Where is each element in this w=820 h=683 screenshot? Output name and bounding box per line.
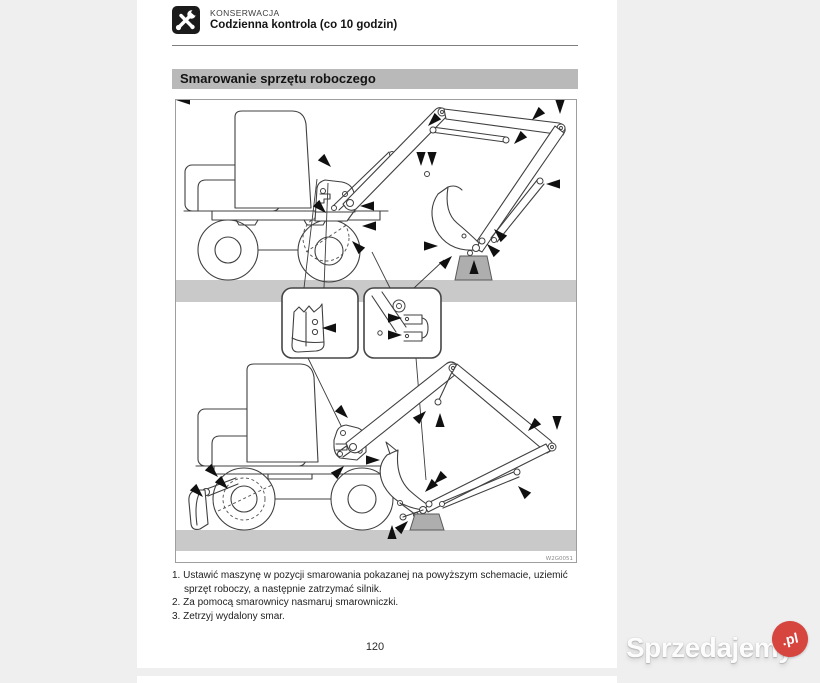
figure-code: W2G0051 <box>546 556 573 562</box>
leader-line <box>323 182 329 289</box>
leader-line <box>413 259 445 289</box>
header-divider <box>172 45 578 46</box>
header-eyebrow: KONSERWACJA <box>210 8 280 18</box>
excavator-bottom-view <box>188 361 557 531</box>
excavator-top-view <box>183 107 566 283</box>
lower-ground-bar <box>176 530 576 551</box>
section-title: Smarowanie sprzętu roboczego <box>180 71 376 86</box>
figure-frame: W2G0051 <box>175 95 577 563</box>
step-number: 2. <box>172 597 181 608</box>
leader-line <box>303 178 318 289</box>
step-text: Za pomocą smarownicy nasmaruj smarownicz… <box>183 597 399 608</box>
step-text: Ustawić maszynę w pozycji smarowania pok… <box>183 570 568 595</box>
maintenance-tools-icon <box>172 6 200 34</box>
instruction-step: 3. Zetrzyj wydalony smar. <box>172 610 580 624</box>
instruction-step: 1. Ustawić maszynę w pozycji smarowania … <box>172 569 580 596</box>
detail-inset-right <box>363 287 442 359</box>
step-number: 1. <box>172 570 181 581</box>
instruction-step: 2. Za pomocą smarownicy nasmaruj smarown… <box>172 596 580 610</box>
instruction-list: 1. Ustawić maszynę w pozycji smarowania … <box>172 569 580 623</box>
detail-inset-left <box>281 287 359 359</box>
step-number: 3. <box>172 610 181 622</box>
next-page-sliver <box>137 676 617 683</box>
manual-page: KONSERWACJA Codzienna kontrola (co 10 go… <box>137 0 617 668</box>
page-title: Codzienna kontrola (co 10 godzin) <box>210 19 398 31</box>
lubrication-diagram: W2G0051 <box>176 95 576 562</box>
page-number: 120 <box>365 641 385 653</box>
step-text: Zetrzyj wydalony smar. <box>183 610 285 622</box>
section-header-bar: Smarowanie sprzętu roboczego <box>172 69 578 89</box>
watermark-brand: Sprzedajemy <box>626 632 794 663</box>
site-watermark: Sprzedajemy .pl <box>626 617 816 674</box>
leader-line <box>371 251 391 289</box>
